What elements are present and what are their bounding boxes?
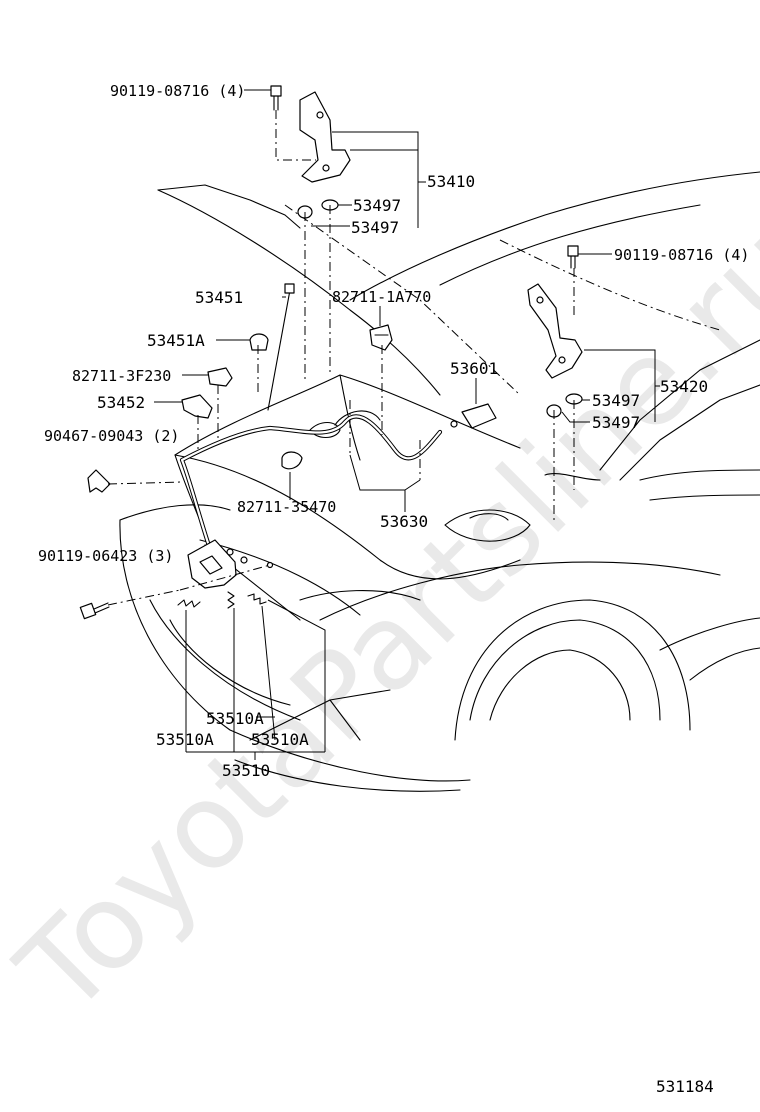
clip-35470-icon: [281, 451, 303, 470]
label-release-cable[interactable]: 53630: [380, 512, 428, 531]
label-cushion-right-a[interactable]: 53497: [592, 391, 640, 410]
label-cushion-left-a[interactable]: 53497: [353, 196, 401, 215]
part-labels: 90119-08716 (4) 53410 53497 53497 53451 …: [38, 82, 749, 1096]
label-lock-spring-a[interactable]: 53510A: [156, 730, 214, 749]
figure-number: 531184: [656, 1077, 714, 1096]
label-clip-1a770[interactable]: 82711-1A770: [332, 288, 431, 306]
label-lock-spring-b[interactable]: 53510A: [206, 709, 264, 728]
hood-hinge-right-icon: [527, 283, 583, 379]
hinge-bolt-left-icon: [270, 85, 282, 111]
lock-spring-a-icon: [177, 599, 201, 608]
hood-hinge-left-icon: [299, 91, 351, 183]
leader-lines: [154, 89, 660, 760]
hinge-bolt-right-icon: [567, 245, 579, 269]
rod-holder-icon: [249, 333, 269, 351]
label-clip-90467[interactable]: 90467-09043 (2): [44, 427, 179, 445]
hood-support-rod-icon: [267, 283, 295, 411]
label-lock-control-lever[interactable]: 53601: [450, 359, 498, 378]
lock-spring-b-icon: [227, 591, 235, 609]
label-hinge-left[interactable]: 53410: [427, 172, 475, 191]
label-lock-spring-c[interactable]: 53510A: [251, 730, 309, 749]
label-bolt-lock[interactable]: 90119-06423 (3): [38, 547, 173, 565]
lock-control-lever-icon: [450, 403, 497, 429]
label-hinge-right[interactable]: 53420: [660, 377, 708, 396]
label-rod-holder[interactable]: 53451A: [147, 331, 205, 350]
label-hood-support-rod[interactable]: 53451: [195, 288, 243, 307]
clip-3f230-icon: [207, 367, 233, 387]
label-cushion-right-b[interactable]: 53497: [592, 413, 640, 432]
label-clip-3f230[interactable]: 82711-3F230: [72, 367, 171, 385]
lock-bolt-icon: [79, 602, 110, 620]
clip-1a770-icon: [369, 324, 393, 351]
clip-90467-icon: [87, 469, 111, 493]
lock-spring-c-icon: [247, 593, 267, 605]
label-bolt-hinge-left[interactable]: 90119-08716 (4): [110, 82, 245, 100]
label-clip-35470[interactable]: 82711-35470: [237, 498, 336, 516]
label-cushion-left-b[interactable]: 53497: [351, 218, 399, 237]
label-bolt-hinge-right[interactable]: 90119-08716 (4): [614, 246, 749, 264]
release-cable-path: [179, 414, 443, 558]
location-lines: [107, 110, 575, 606]
hood-lock-assembly-icon: [187, 539, 274, 589]
car-body-outline: [119, 171, 760, 792]
label-hood-lock-assy[interactable]: 53510: [222, 761, 270, 780]
label-rod-retainer[interactable]: 53452: [97, 393, 145, 412]
rod-retainer-icon: [181, 394, 213, 419]
